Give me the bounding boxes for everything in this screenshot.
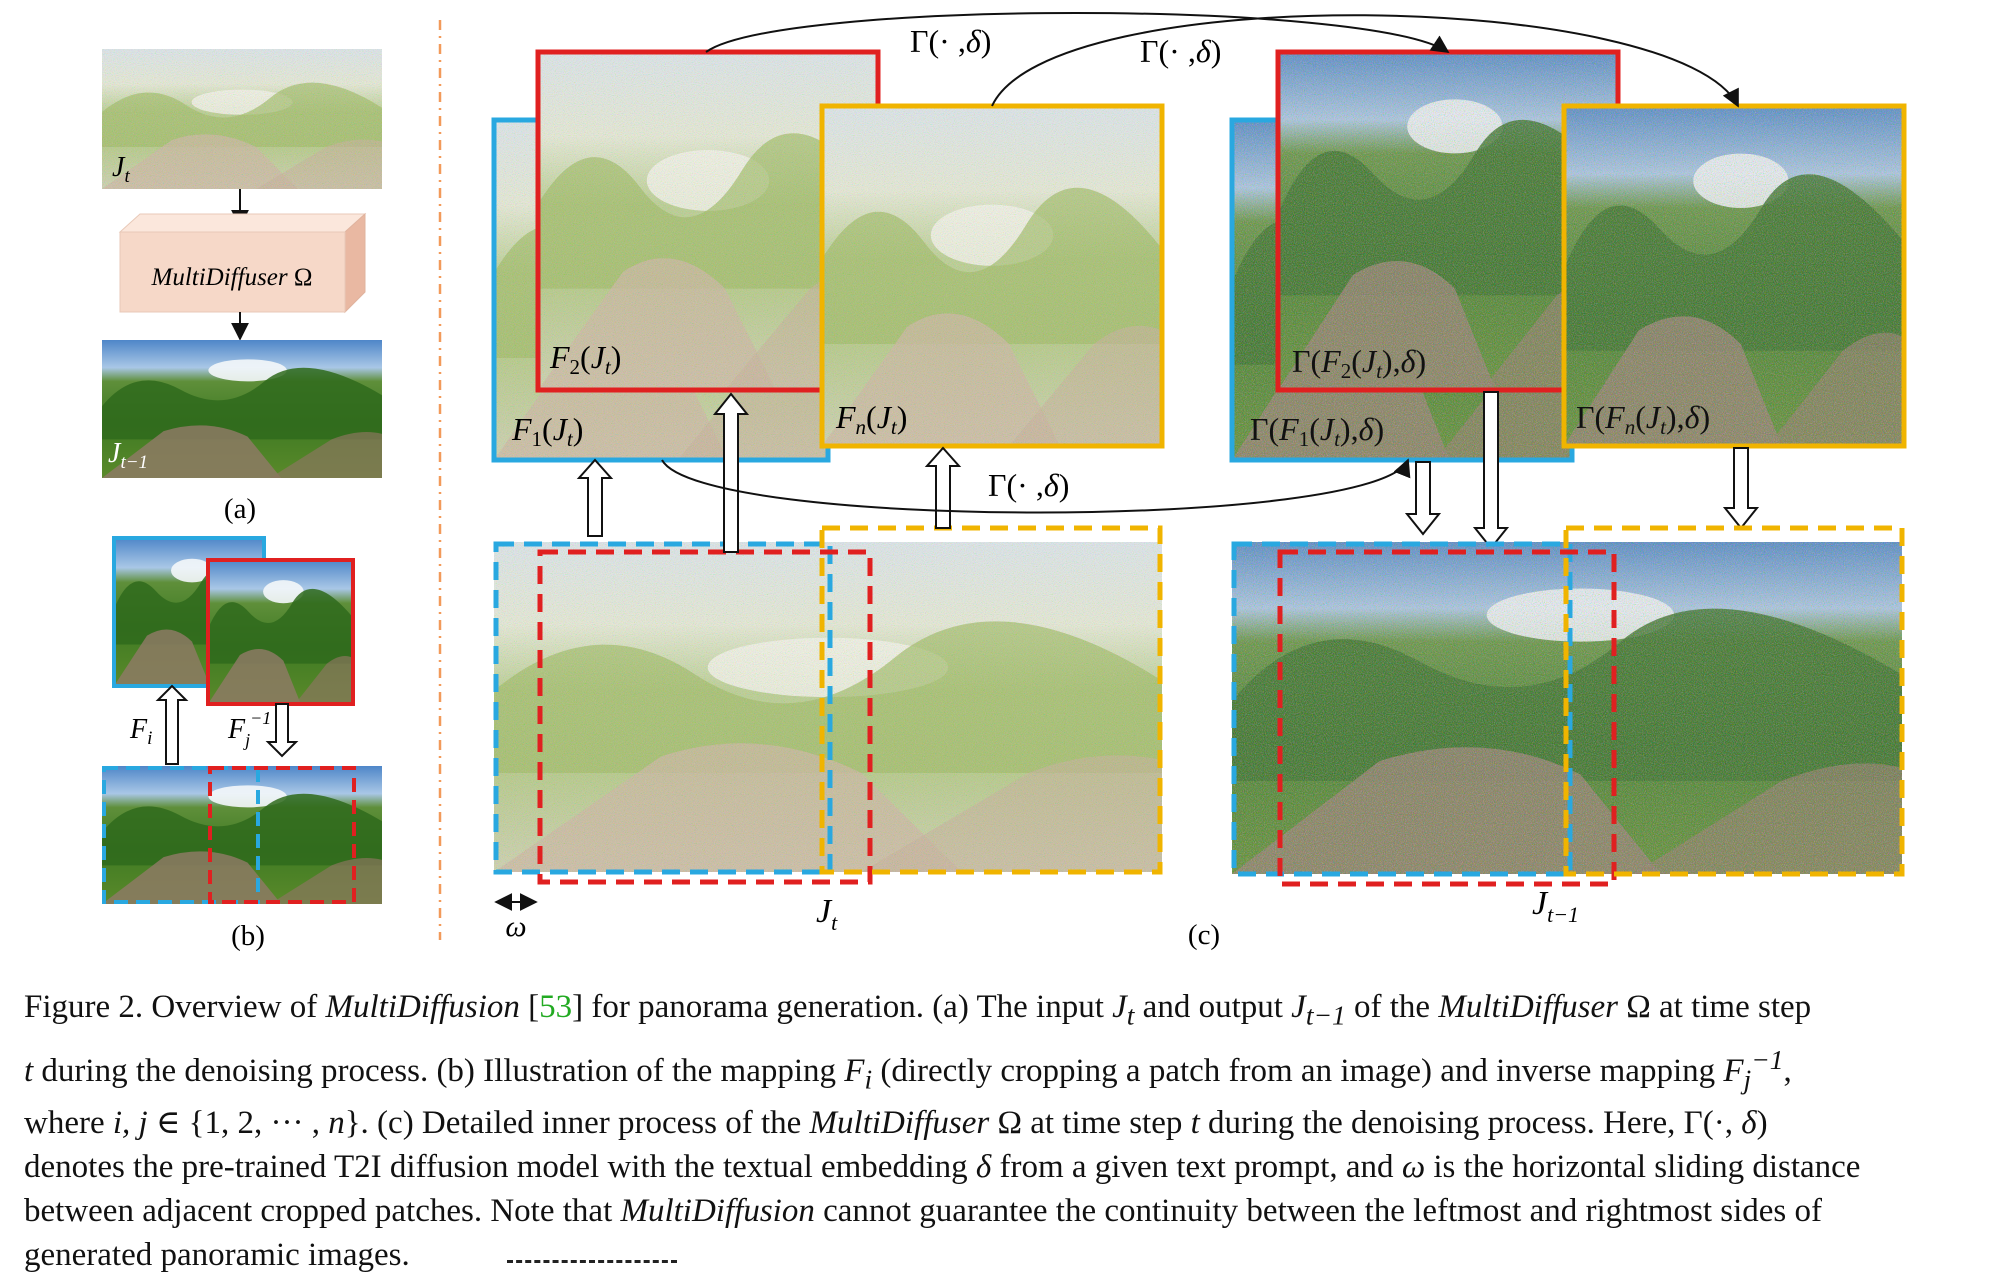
arrow-down-f1 (1404, 461, 1442, 536)
out-patch-fn-label: Γ(Fn(Jt),δ) (1576, 399, 1710, 439)
out-patch-fn (1561, 103, 1907, 449)
panel-a-tag: (a) (224, 493, 256, 525)
figure-2: Jt MultiDiffuser Ω Jt−1 (a) (102, 12, 1907, 952)
gamma-label-2: Γ(· ,δ) (1140, 33, 1221, 69)
finv-label: Fj−1 (227, 708, 271, 750)
arrow-up-f1 (576, 458, 614, 537)
arrow-down-fn (1722, 447, 1760, 530)
jt1-label: Jt−1 (1532, 885, 1579, 927)
citation-link[interactable]: 53 (539, 989, 573, 1025)
caption-line-3: where i, j ∈ {1, 2, ··· , n}. (c) Detail… (24, 1105, 1768, 1142)
panel-c-tag: (c) (1188, 919, 1220, 951)
arrow-up-fn (924, 446, 962, 529)
arrow-down-f2 (1472, 391, 1510, 550)
panel-a-input-image (102, 49, 382, 189)
patch-fn-label: Fn(Jt) (835, 399, 907, 439)
fi-label: Fi (129, 714, 152, 749)
gamma-label-1: Γ(· ,δ) (910, 23, 991, 59)
gamma-label-3: Γ(· ,δ) (988, 467, 1069, 503)
panel-b-tag: (b) (231, 920, 265, 952)
multidiffuser-box: MultiDiffuser Ω (118, 212, 367, 314)
panorama-jt (493, 525, 1163, 885)
patch-fn (819, 103, 1165, 449)
caption-line-5: between adjacent cropped patches. Note t… (24, 1193, 1822, 1230)
caption-line-1: Figure 2. Overview of MultiDiffusion [53… (24, 989, 1812, 1031)
arrow-up-f2 (712, 392, 750, 553)
out-patch-f2-label: Γ(F2(Jt),δ) (1292, 343, 1426, 383)
footer-dashed-rule (507, 1260, 677, 1263)
finv-arrow (265, 703, 299, 758)
panel-a: Jt MultiDiffuser Ω Jt−1 (a) (102, 49, 382, 525)
multidiffuser-box-label: MultiDiffuser Ω (151, 264, 313, 291)
caption-line-2: t during the denoising process. (b) Illu… (24, 1043, 1792, 1095)
panorama-jt1 (1231, 525, 1905, 887)
panel-b: Fi Fj−1 (b) (102, 536, 382, 952)
patch-f2-label: F2(Jt) (549, 339, 621, 379)
gamma-arrow-fn (991, 14, 1739, 108)
omega-label: ω (505, 910, 526, 943)
gamma-arrow-f1 (661, 458, 1411, 514)
panel-b-patch-red (206, 558, 355, 706)
gamma-arrow-f2 (705, 12, 1450, 53)
figure-caption: Figure 2. Overview of MultiDiffusion [53… (24, 985, 1976, 1277)
caption-line-6: generated panoramic images. (24, 1237, 410, 1274)
panel-a-output-label: Jt−1 (108, 438, 148, 473)
jt-label: Jt (816, 893, 838, 935)
patch-f1-label: F1(Jt) (511, 411, 583, 451)
panel-b-panorama (102, 766, 382, 904)
fi-arrow (155, 684, 189, 765)
caption-line-4: denotes the pre-trained T2I diffusion mo… (24, 1149, 1861, 1186)
panel-c: F1(Jt) F2(Jt) Fn(Jt) ω Jt (491, 12, 1907, 951)
out-patch-f1-label: Γ(F1(Jt),δ) (1250, 411, 1384, 451)
